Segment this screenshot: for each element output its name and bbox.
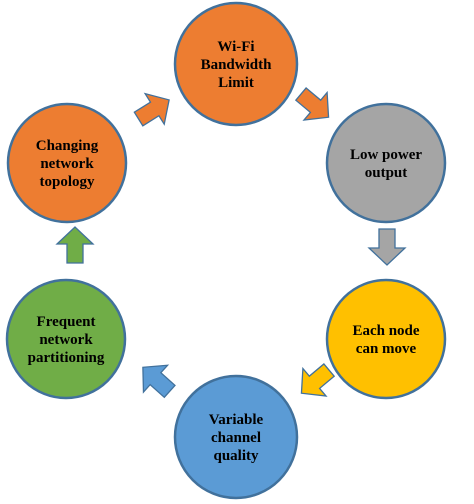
- arrow-down-left-icon: [300, 363, 336, 397]
- node-circle: [325, 102, 447, 224]
- node-label-line: network: [39, 332, 93, 348]
- node-label-line: Frequent: [37, 314, 96, 330]
- node-label-line: output: [365, 165, 408, 181]
- arrow-up-icon: [55, 226, 95, 264]
- node-partitioning: Frequent network partitioning: [5, 278, 127, 400]
- arrow-nodemove-to-channel: [300, 363, 336, 397]
- node-low-power: Low power output: [325, 102, 447, 224]
- node-label-line: Changing: [36, 138, 99, 154]
- node-label-line: Variable: [209, 412, 264, 428]
- node-node-move: Each node can move: [325, 278, 447, 400]
- node-label-line: topology: [39, 174, 95, 190]
- node-label-line: quality: [213, 448, 259, 464]
- node-channel-quality: Variable channel quality: [173, 374, 299, 500]
- node-topology: Changing network topology: [6, 102, 128, 224]
- node-circle: [173, 1, 299, 127]
- arrow-channel-to-partitioning: [142, 364, 176, 399]
- node-label-line: Wi-Fi: [217, 39, 254, 55]
- arrow-topology-to-wifi: [133, 92, 170, 127]
- node-label-line: partitioning: [28, 350, 105, 366]
- arrows-layer: [55, 87, 407, 399]
- node-label-line: can move: [356, 341, 417, 357]
- arrow-partitioning-to-topology: [55, 226, 95, 264]
- node-circle: [173, 374, 299, 500]
- node-label-line: network: [40, 156, 94, 172]
- node-circle: [325, 278, 447, 400]
- arrow-right-icon: [133, 92, 170, 127]
- node-label-line: Limit: [218, 75, 254, 91]
- node-label-line: Low power: [350, 147, 422, 163]
- arrow-down-right-icon: [294, 87, 330, 121]
- arrow-lowpower-to-nodemove: [367, 228, 407, 266]
- node-circle: [5, 278, 127, 400]
- arrow-down-icon: [367, 228, 407, 266]
- node-label-line: Bandwidth: [201, 57, 273, 73]
- node-circle: [6, 102, 128, 224]
- arrow-wifi-to-lowpower: [294, 87, 330, 121]
- arrow-up-left-icon: [142, 364, 176, 399]
- node-label-line: Each node: [352, 323, 419, 339]
- node-label-line: channel: [211, 430, 261, 446]
